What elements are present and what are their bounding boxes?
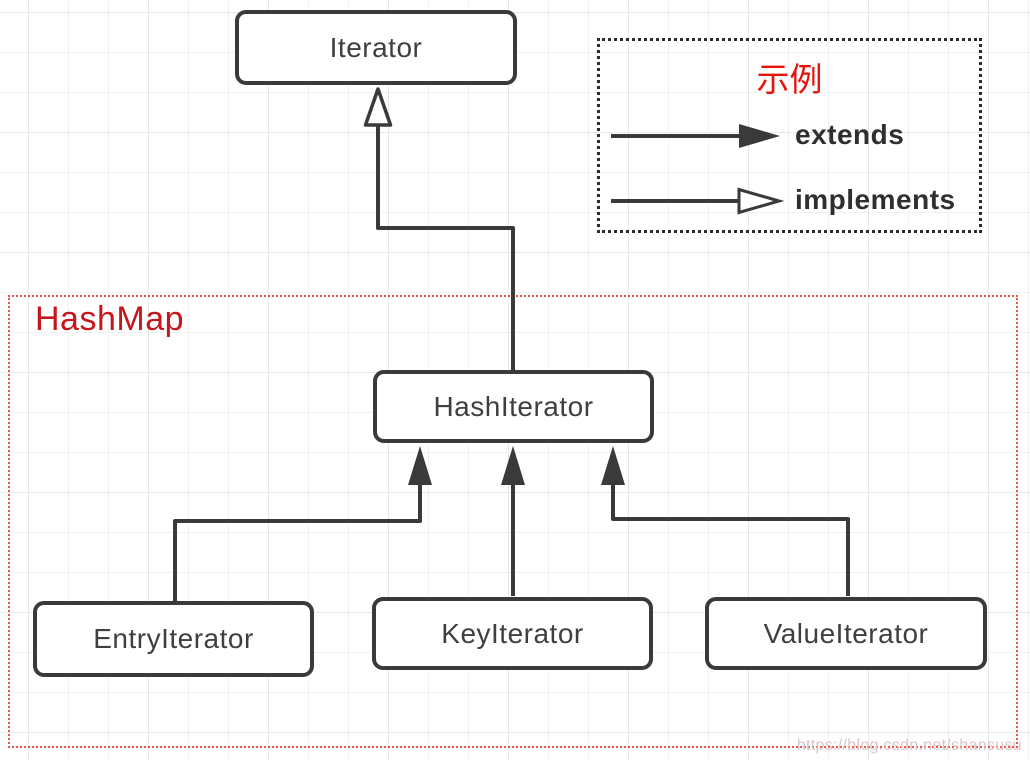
node-valueiterator: ValueIterator bbox=[705, 597, 987, 670]
implements-hollow-arrow-icon bbox=[611, 187, 785, 215]
legend-title: 示例 bbox=[756, 61, 823, 98]
node-keyiterator: KeyIterator bbox=[372, 597, 653, 670]
legend-box: 示例 extends implements bbox=[597, 38, 982, 233]
legend-implements-label: implements bbox=[795, 184, 956, 215]
node-iterator-label: Iterator bbox=[329, 31, 423, 63]
node-entryiterator: EntryIterator bbox=[33, 601, 314, 677]
watermark-text: https://blog.csdn.net/shansusu bbox=[796, 737, 1022, 754]
node-valueiterator-label: ValueIterator bbox=[763, 617, 929, 649]
node-iterator: Iterator bbox=[235, 10, 517, 85]
node-keyiterator-label: KeyIterator bbox=[441, 617, 584, 649]
hashmap-group-box: HashMap bbox=[8, 295, 1018, 748]
node-entryiterator-label: EntryIterator bbox=[93, 623, 254, 654]
legend-extends-label: extends bbox=[795, 119, 905, 150]
node-hashiterator-label: HashIterator bbox=[433, 390, 594, 422]
node-hashiterator: HashIterator bbox=[373, 370, 654, 443]
hashmap-group-label: HashMap bbox=[35, 300, 185, 338]
extends-solid-arrow-icon bbox=[611, 124, 780, 148]
